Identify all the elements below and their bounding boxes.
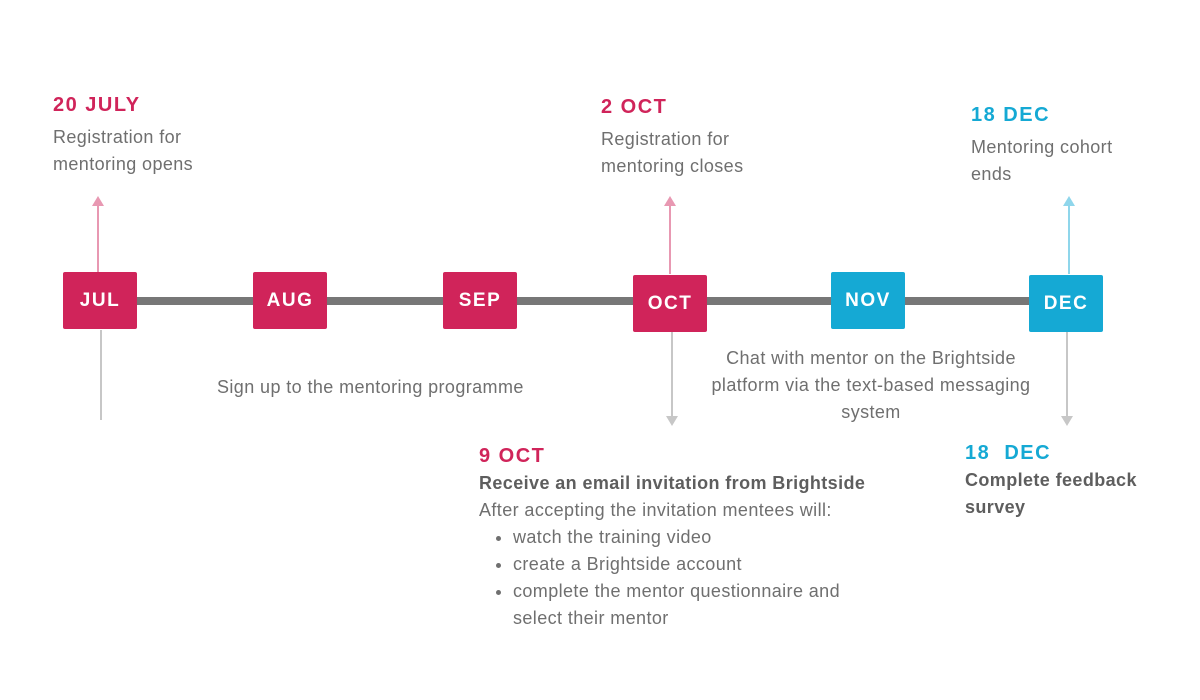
event-date: 18 DEC: [965, 442, 1052, 464]
month-box-sep: SEP: [443, 272, 517, 329]
event-text: Registration for mentoring opens: [53, 127, 194, 174]
dec-up-arrow: [1063, 196, 1075, 274]
event-dec18-bottom: 18 DEC Complete feedback survey: [965, 442, 1165, 521]
event-date: 2 OCT: [601, 96, 668, 118]
month-box-oct: OCT: [633, 275, 707, 332]
event-date: 18 DEC: [971, 104, 1051, 126]
list-item: create a Brightside account: [513, 551, 919, 578]
timeline-line: [100, 297, 1068, 305]
month-label: AUG: [266, 289, 314, 311]
event-heading: Complete feedback survey: [965, 470, 1137, 517]
event-date: 9 OCT: [479, 445, 546, 467]
month-label: JUL: [79, 289, 121, 311]
month-box-dec: DEC: [1029, 275, 1103, 332]
dec-down-arrow: [1061, 332, 1073, 426]
list-item: watch the training video: [513, 524, 919, 551]
event-text: Registration for mentoring closes: [601, 129, 744, 176]
event-dec18-top: 18 DEC Mentoring cohort ends: [971, 104, 1171, 188]
oct-down-arrow: [666, 332, 678, 426]
month-box-aug: AUG: [253, 272, 327, 329]
month-label: DEC: [1043, 292, 1089, 314]
jul-up-arrow: [92, 196, 104, 272]
event-oct9: 9 OCT Receive an email invitation from B…: [479, 445, 919, 632]
month-box-nov: NOV: [831, 272, 905, 329]
event-heading: Receive an email invitation from Brights…: [479, 473, 866, 493]
list-item: complete the mentor questionnaire and se…: [513, 578, 863, 632]
chat-text: Chat with mentor on the Brightside platf…: [711, 348, 1031, 422]
month-label: OCT: [647, 292, 693, 314]
signup-text: Sign up to the mentoring programme: [217, 377, 524, 397]
event-jul20: 20 JULY Registration for mentoring opens: [53, 94, 273, 178]
event-bullet-list: watch the training video create a Bright…: [479, 524, 919, 632]
oct-up-arrow: [664, 196, 676, 274]
month-label: SEP: [458, 289, 502, 311]
event-oct2: 2 OCT Registration for mentoring closes: [601, 96, 821, 180]
month-label: NOV: [845, 289, 891, 311]
event-text: Mentoring cohort ends: [971, 137, 1113, 184]
event-date: 20 JULY: [53, 94, 141, 116]
month-box-jul: JUL: [63, 272, 137, 329]
event-intro: After accepting the invitation mentees w…: [479, 500, 832, 520]
